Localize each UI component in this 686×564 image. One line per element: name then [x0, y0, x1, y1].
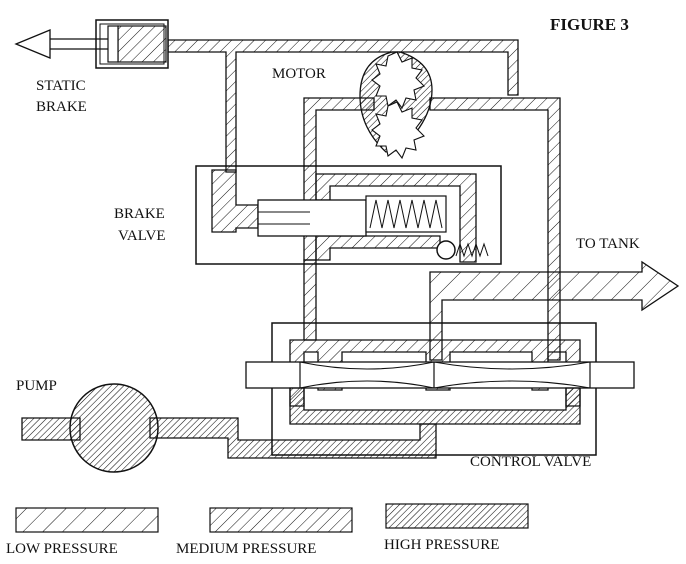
pump-label: PUMP — [16, 378, 57, 394]
legend-swatch-medium — [210, 508, 352, 532]
brake-valve-spring — [366, 196, 446, 232]
brake-valve-label-line2: VALVE — [118, 228, 166, 244]
figure-title: FIGURE 3 — [550, 15, 629, 34]
check-ball — [437, 241, 455, 259]
legend: LOW PRESSURE MEDIUM PRESSURE HIGH PRESSU… — [6, 504, 528, 557]
motor-label: MOTOR — [272, 66, 326, 82]
to-tank-label: TO TANK — [576, 236, 640, 252]
brake-valve-label-line1: BRAKE — [114, 206, 165, 222]
legend-label-low: LOW PRESSURE — [6, 541, 118, 557]
static-brake-label-line2: BRAKE — [36, 99, 87, 115]
legend-label-high: HIGH PRESSURE — [384, 537, 499, 553]
brake-valve-piston — [258, 200, 366, 236]
supply-line-left — [304, 260, 316, 340]
static-brake-cylinder — [96, 20, 168, 68]
control-valve-label: CONTROL VALVE — [470, 454, 591, 470]
pump-body — [70, 384, 158, 472]
control-valve-spool — [246, 362, 634, 388]
static-brake-arrow — [16, 30, 108, 58]
legend-label-medium: MEDIUM PRESSURE — [176, 541, 316, 557]
legend-swatch-low — [16, 508, 158, 532]
static-brake-label-line1: STATIC — [36, 78, 86, 94]
legend-swatch-high — [386, 504, 528, 528]
